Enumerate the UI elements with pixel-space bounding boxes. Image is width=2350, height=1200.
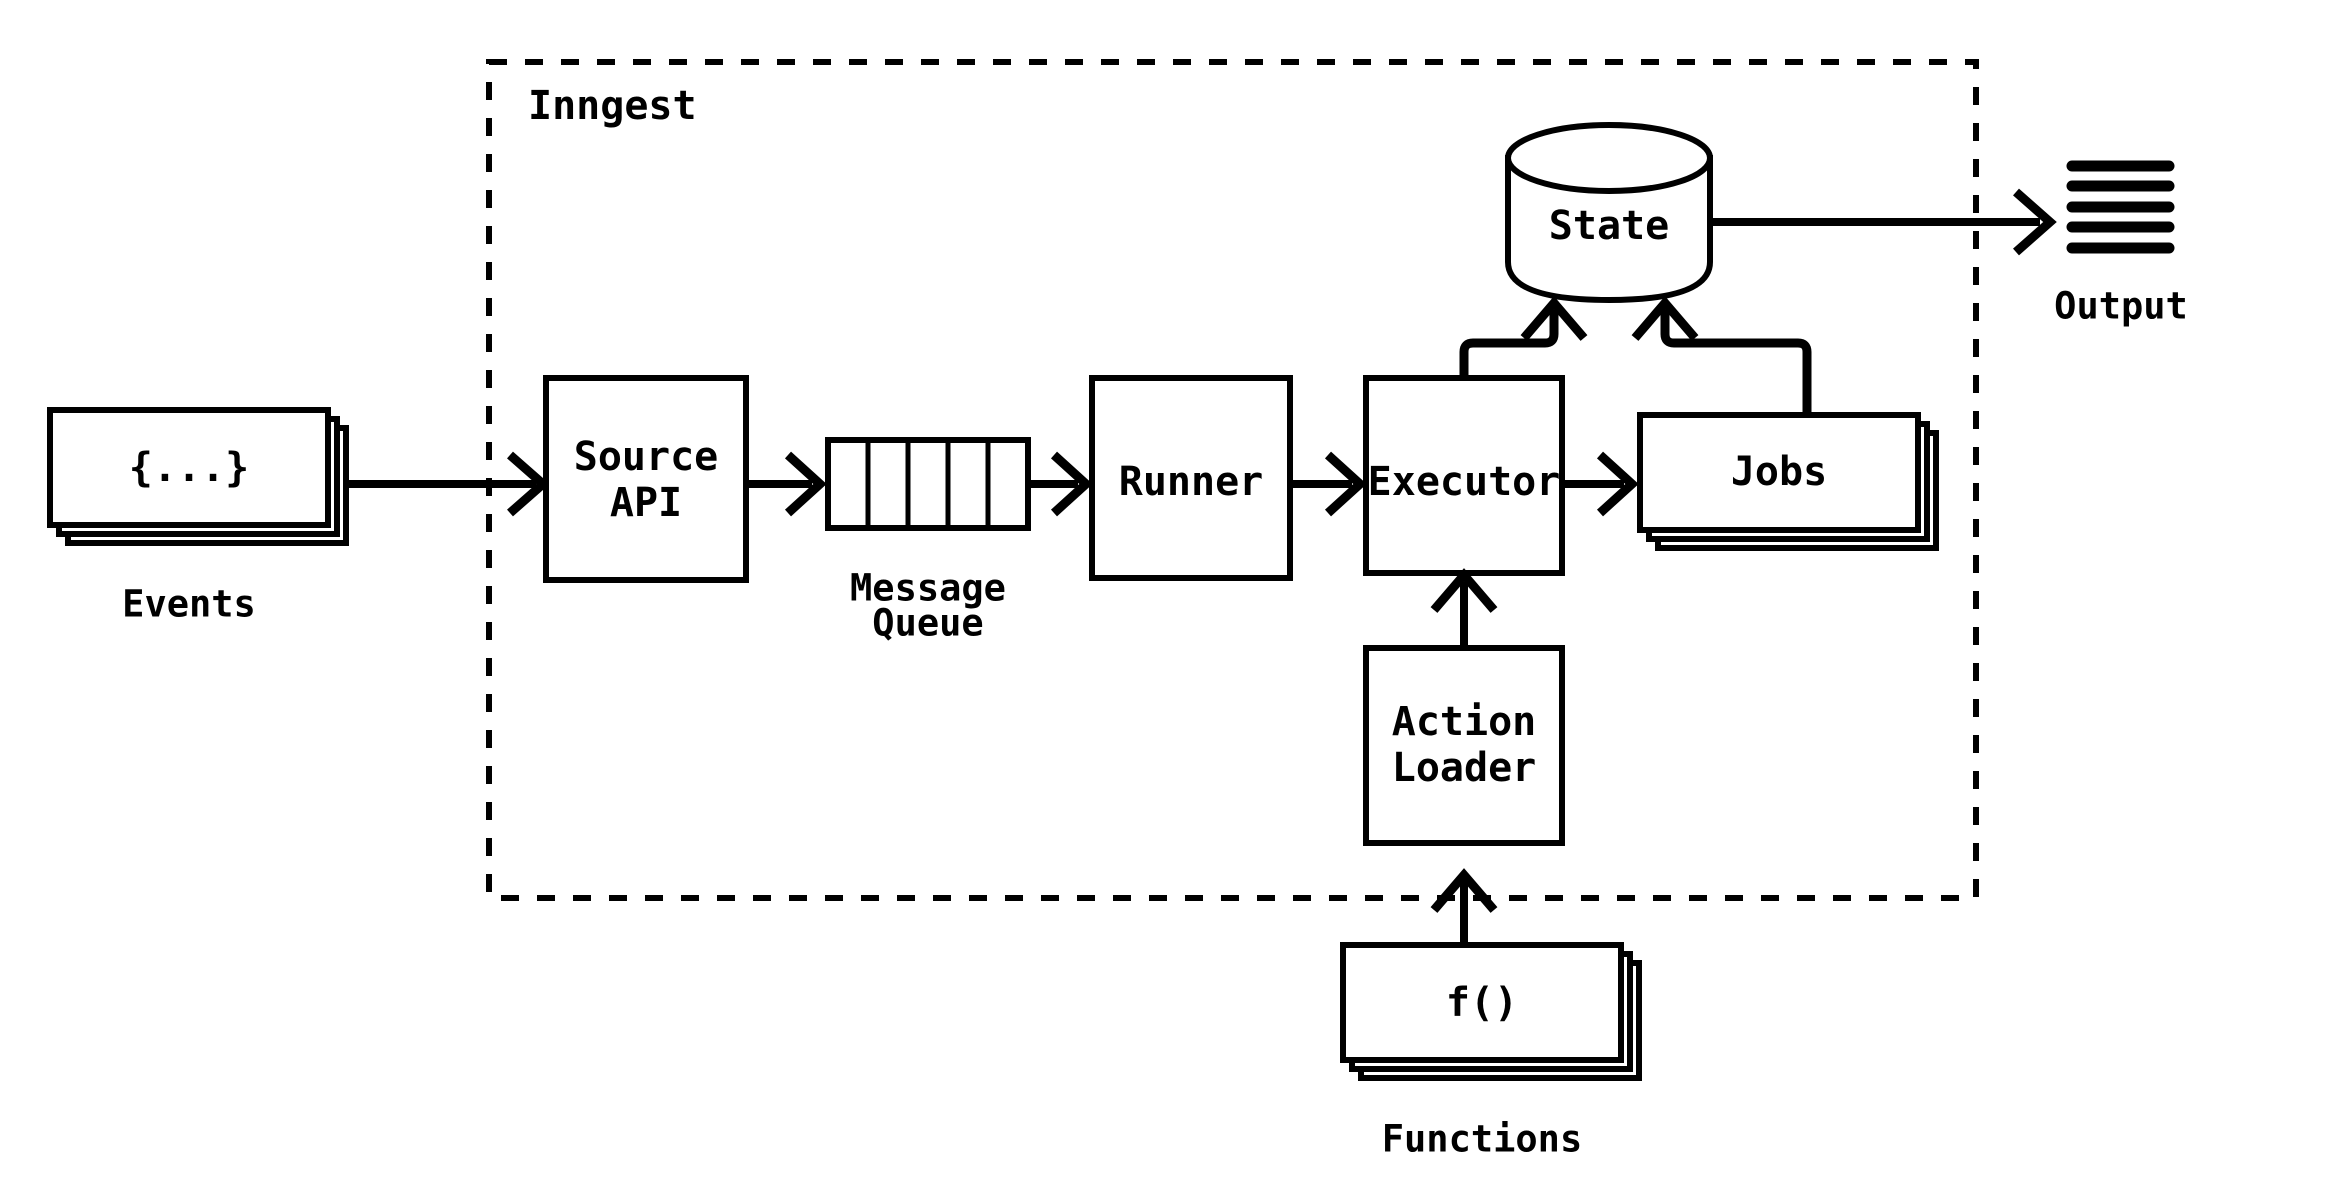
arrowhead-icon	[1596, 451, 1639, 517]
source-api-label-line1: Source	[574, 434, 719, 480]
events-body-label: {...}	[129, 445, 249, 491]
message-queue-caption-line2: Queue	[872, 602, 983, 645]
source-api-label-line2: API	[610, 480, 682, 526]
functions-body-label: f()	[1446, 980, 1518, 1026]
jobs-node[interactable]: Jobs	[1637, 412, 1939, 551]
state-cylinder-body	[1505, 155, 1713, 304]
boundary-label: Inngest	[528, 83, 697, 129]
edge-source-api-to-message-queue	[746, 451, 827, 517]
state-node[interactable]: State	[1505, 122, 1713, 304]
arrowhead-icon	[1430, 868, 1498, 913]
message-queue-caption-line1: Message	[850, 567, 1006, 610]
edge-message-queue-to-runner	[1028, 451, 1093, 517]
edge-events-to-source-api	[346, 451, 550, 517]
message-queue-node[interactable]: Message Queue	[825, 437, 1031, 645]
output-node[interactable]: Output	[2054, 160, 2188, 328]
message-queue-box	[825, 437, 1031, 531]
executor-label: Executor	[1368, 459, 1561, 505]
arrowhead-icon	[2013, 188, 2057, 256]
state-label: State	[1549, 203, 1669, 249]
edge-executor-to-jobs	[1562, 451, 1639, 517]
edge-runner-to-executor	[1290, 451, 1367, 517]
source-api-node[interactable]: Source API	[543, 375, 749, 583]
action-loader-box	[1363, 645, 1565, 846]
functions-caption: Functions	[1382, 1118, 1582, 1161]
jobs-card-front	[1637, 412, 1921, 533]
edge-executor-to-state	[1459, 296, 1588, 378]
action-loader-label-line2: Loader	[1392, 745, 1537, 791]
edge-functions-to-action-loader	[1430, 868, 1498, 945]
functions-node[interactable]: f() Functions	[1340, 942, 1642, 1161]
state-cylinder-top	[1505, 122, 1713, 194]
action-loader-node[interactable]: Action Loader	[1363, 645, 1565, 846]
events-caption: Events	[122, 583, 256, 626]
jobs-label: Jobs	[1731, 449, 1827, 495]
arrowhead-icon	[1631, 296, 1699, 341]
events-card-front	[47, 407, 331, 528]
runner-node[interactable]: Runner	[1089, 375, 1293, 581]
edge-state-to-output	[1710, 188, 2057, 256]
arrowhead-icon	[1324, 451, 1367, 517]
edge-action-loader-to-executor	[1430, 568, 1498, 648]
functions-card-front	[1340, 942, 1624, 1063]
output-caption: Output	[2054, 285, 2188, 328]
arrowhead-icon	[1520, 296, 1588, 341]
action-loader-label-line1: Action	[1392, 699, 1537, 745]
arrowhead-icon	[784, 451, 827, 517]
runner-label: Runner	[1119, 459, 1264, 505]
executor-node[interactable]: Executor	[1363, 375, 1565, 576]
arrowhead-icon	[1050, 451, 1093, 517]
source-api-box	[543, 375, 749, 583]
events-node[interactable]: {...} Events	[47, 407, 349, 626]
runner-box	[1089, 375, 1293, 581]
output-lines-icon	[2066, 160, 2175, 254]
executor-box	[1363, 375, 1565, 576]
edge-jobs-to-state	[1631, 296, 1812, 415]
arrowhead-icon	[1430, 568, 1498, 613]
